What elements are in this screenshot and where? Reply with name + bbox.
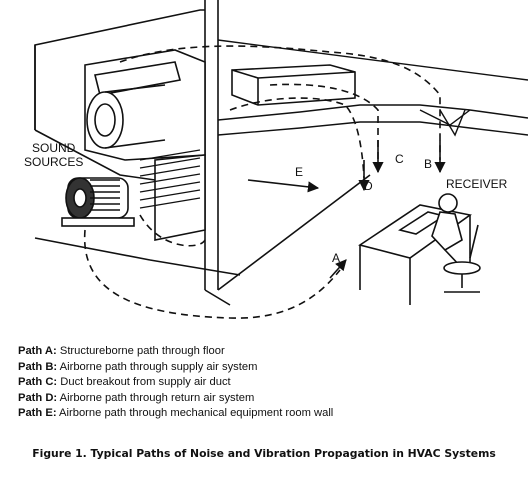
label-e: E xyxy=(295,165,303,179)
path-a-line xyxy=(83,229,341,319)
label-b: B xyxy=(424,157,432,171)
sound-sources-label-line1: SOUND xyxy=(32,141,76,155)
path-arrows xyxy=(247,140,446,279)
legend-row-path-e: Path E: Airborne path through mechanical… xyxy=(18,406,518,422)
legend-row-path-b: Path B: Airborne path through supply air… xyxy=(18,360,518,376)
path-d-key: Path D: xyxy=(18,391,58,404)
path-e-key: Path E: xyxy=(18,407,57,420)
figure-caption: Figure 1. Typical Paths of Noise and Vib… xyxy=(32,447,496,460)
mechanical-room xyxy=(34,9,241,276)
receiver-label: RECEIVER xyxy=(446,177,508,191)
receiver-workstation xyxy=(358,193,481,305)
path-e-text: Airborne path through mechanical equipme… xyxy=(59,407,334,420)
legend-row-path-d: Path D: Airborne path through return air… xyxy=(18,391,518,407)
coil-grille xyxy=(139,149,201,209)
air-handling-unit xyxy=(84,49,206,241)
path-b-line xyxy=(119,45,441,160)
path-a-text: Structureborne path through floor xyxy=(59,345,225,357)
path-c-text: Duct breakout from supply air duct xyxy=(60,376,231,389)
path-b-text: Airborne path through supply air system xyxy=(59,360,258,373)
motor-icon xyxy=(61,177,135,227)
path-a-key: Path A: xyxy=(18,345,57,357)
ceiling-plane xyxy=(217,39,528,137)
legend-row-path-a: Path A: Structureborne path through floo… xyxy=(18,344,518,360)
path-c-line xyxy=(269,83,379,165)
path-c-key: Path C: xyxy=(18,376,58,389)
path-return-line xyxy=(139,214,206,247)
legend-row-path-c: Path C: Duct breakout from supply air du… xyxy=(18,375,518,391)
path-legend: Path A: Structureborne path through floo… xyxy=(18,344,518,422)
path-b-key: Path B: xyxy=(18,360,58,373)
label-d: D xyxy=(364,179,373,193)
sound-sources-label-line2: SOURCES xyxy=(24,155,83,169)
hvac-noise-paths-diagram: SOUND SOURCES RECEIVER E D C B A xyxy=(24,0,528,319)
path-a-arrow xyxy=(329,259,347,279)
label-a: A xyxy=(332,251,340,265)
path-d-text: Airborne path through return air system xyxy=(59,391,255,404)
label-c: C xyxy=(395,152,404,166)
path-d-line xyxy=(229,97,365,179)
path-e-arrow xyxy=(247,179,320,193)
supply-air-duct xyxy=(231,64,356,106)
propagation-paths xyxy=(83,45,441,319)
